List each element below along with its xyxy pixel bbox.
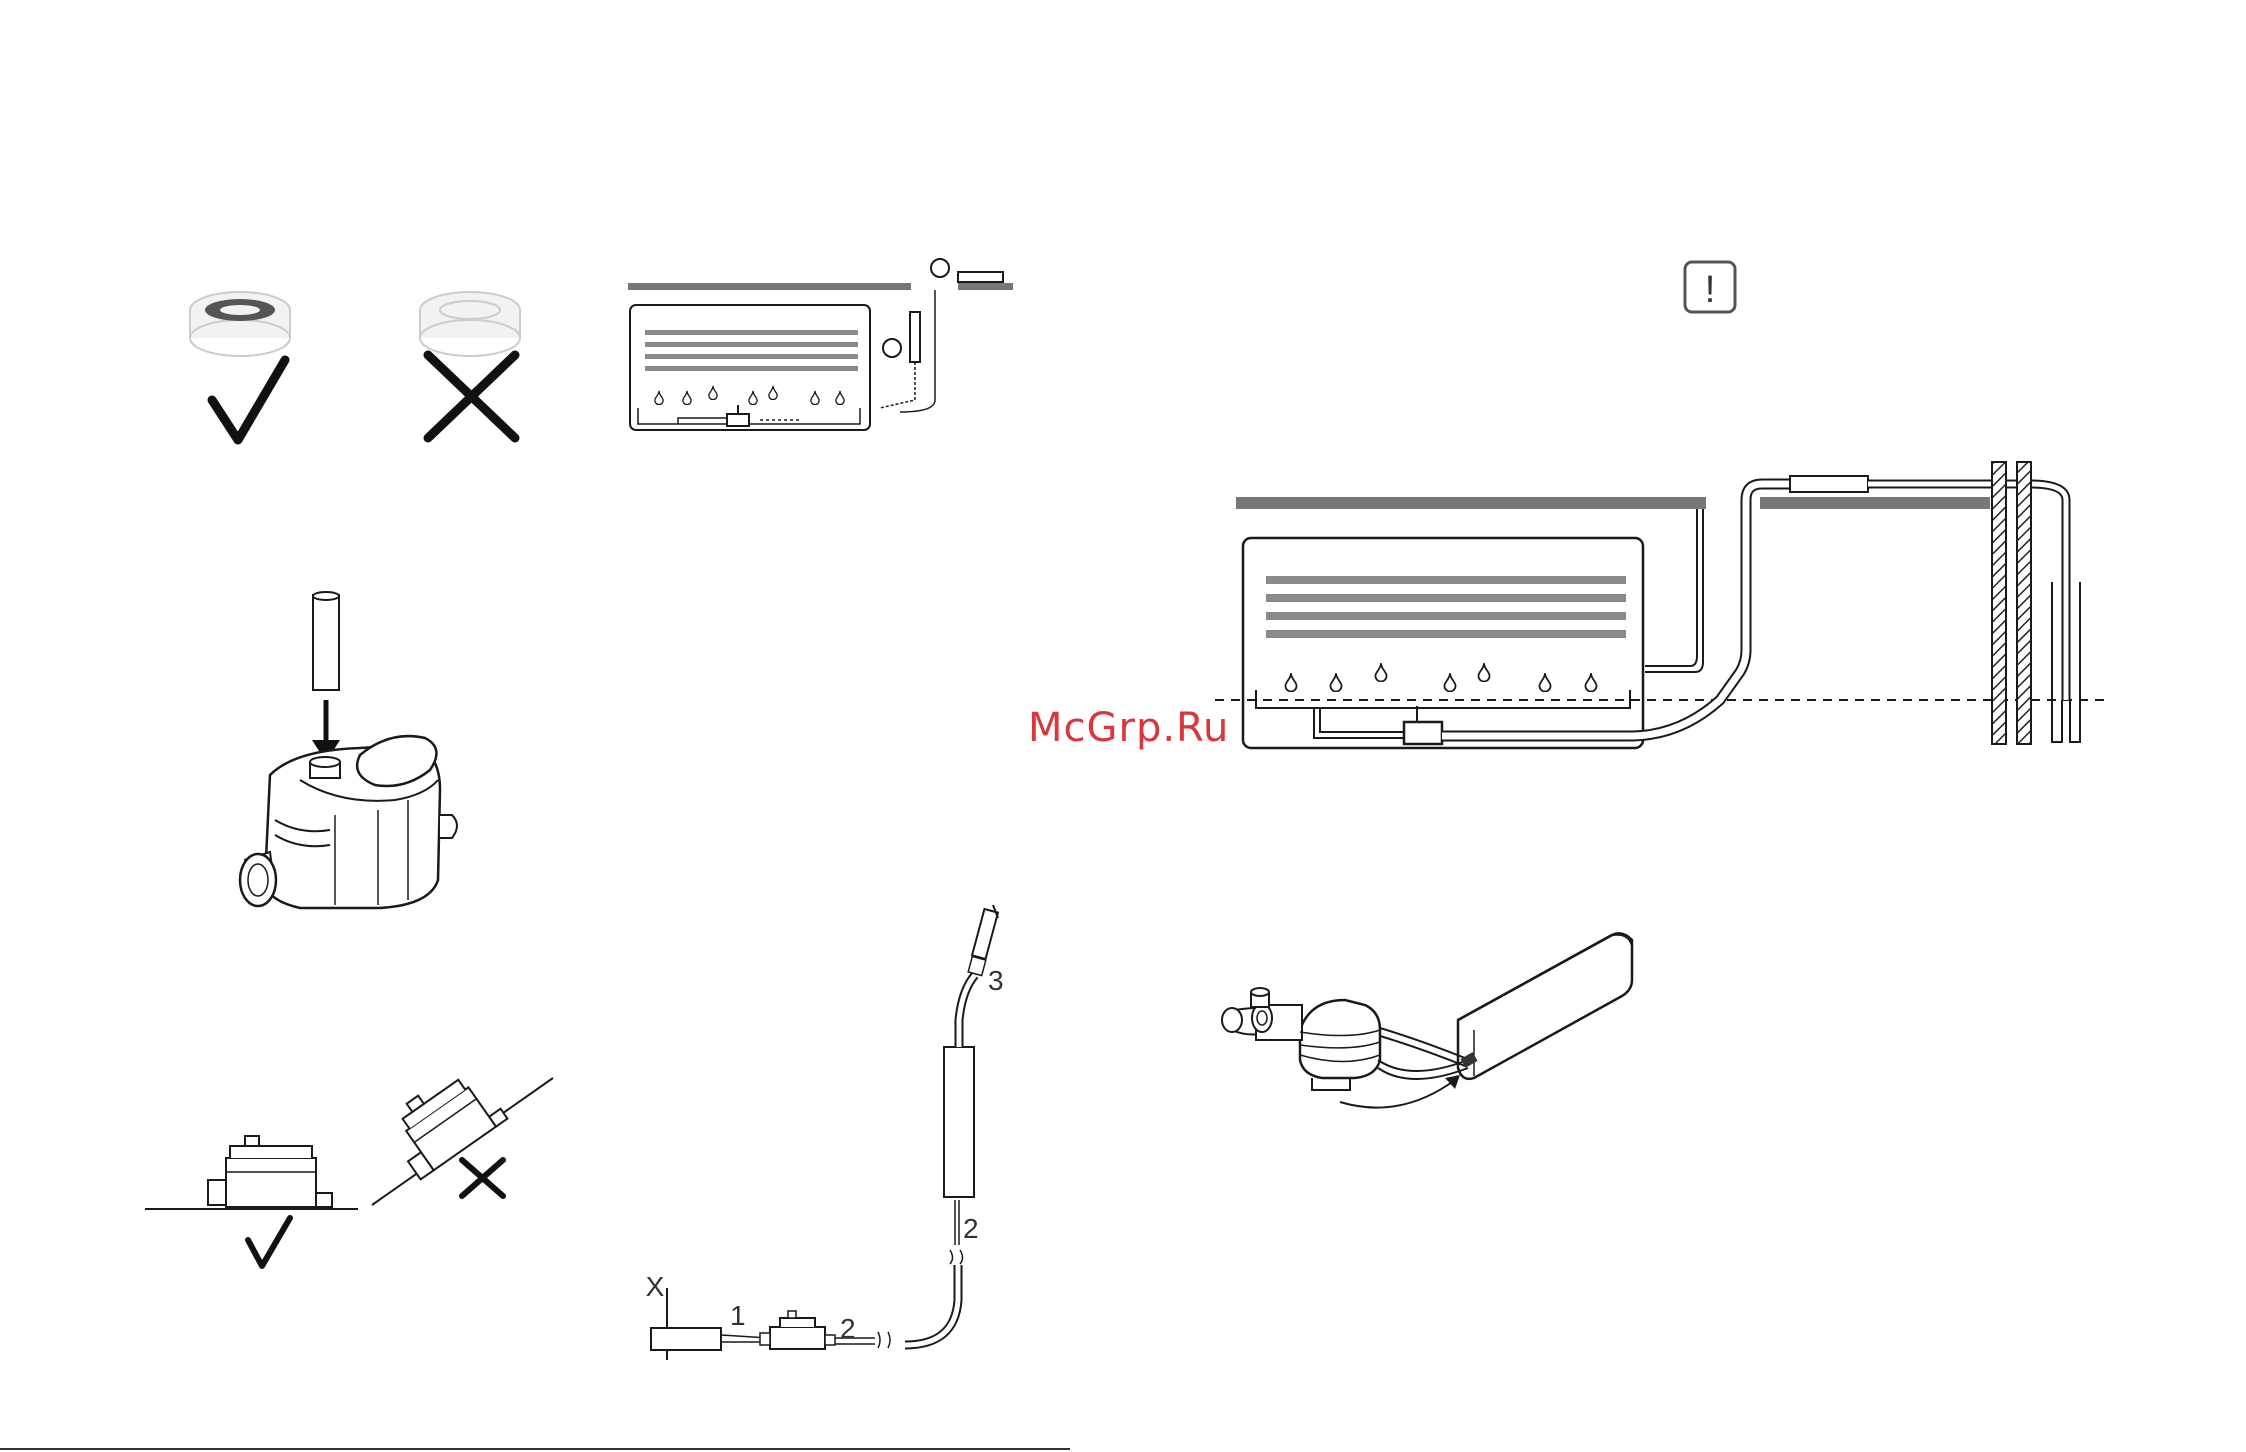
label-2-vertical: 2: [963, 1213, 979, 1244]
pump-tilted-diagram: [372, 1061, 553, 1205]
label-x: X: [646, 1271, 665, 1302]
installation-sequence-diagram: [651, 905, 998, 1360]
svg-text:!: !: [1705, 269, 1716, 311]
pump-level-diagram: [145, 1136, 358, 1209]
tube-insertion-diagram: [240, 592, 457, 908]
label-2-horizontal: 2: [840, 1313, 856, 1344]
label-3: 3: [988, 965, 1004, 996]
label-1: 1: [730, 1300, 746, 1331]
cross-icon: [462, 1160, 503, 1196]
filter-ring-correct: [190, 292, 290, 356]
cross-icon: [428, 355, 515, 438]
small-ac-unit-diagram: [628, 259, 1013, 430]
checkmark-icon: [212, 360, 285, 440]
filter-ring-wrong: [420, 292, 520, 356]
warning-icon: !: [1685, 262, 1735, 312]
watermark-text: McGrp.Ru: [1028, 705, 1229, 751]
checkmark-icon: [248, 1218, 290, 1266]
large-ac-unit-diagram: [1215, 462, 2110, 748]
pump-control-box-diagram: [1222, 933, 1632, 1107]
